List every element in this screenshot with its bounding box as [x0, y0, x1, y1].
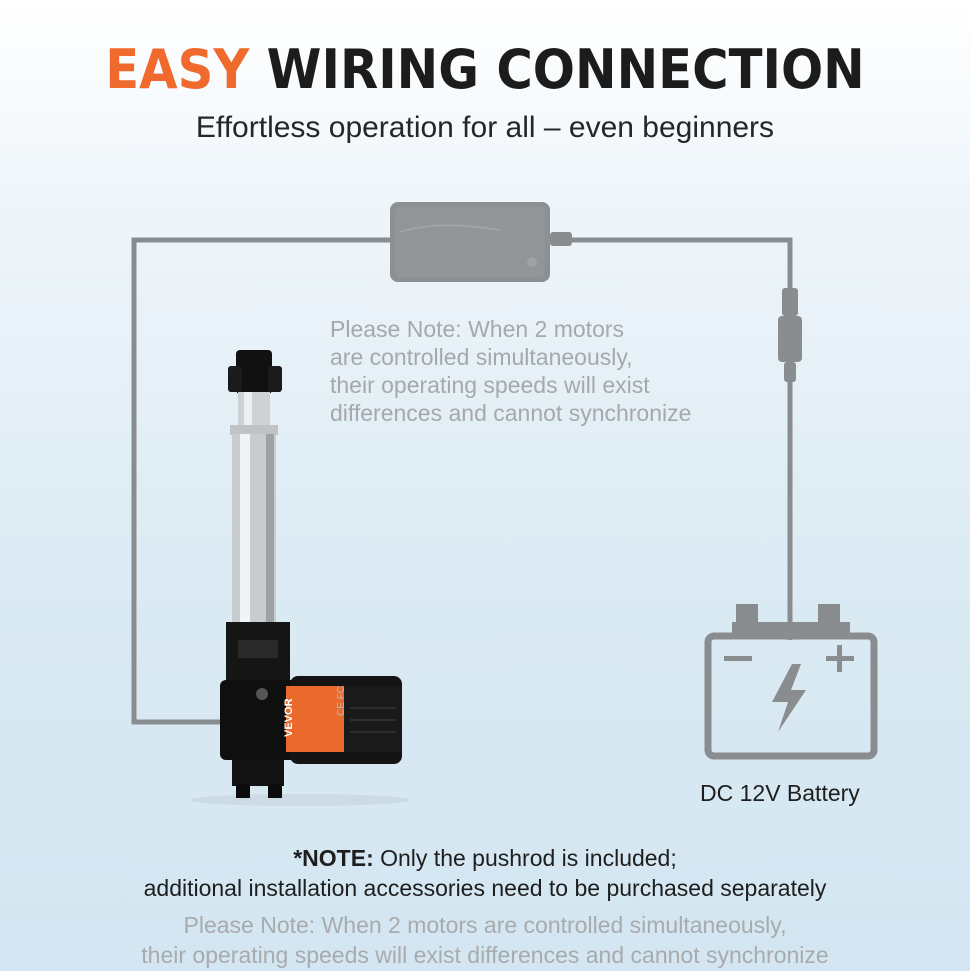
- sync-note-line-2: their operating speeds will exist differ…: [141, 942, 829, 968]
- diagram-note-line: their operating speeds will exist: [330, 372, 650, 398]
- note-prefix: *NOTE:: [293, 845, 374, 871]
- inline-switch-icon: [778, 288, 802, 382]
- included-note: *NOTE: Only the pushrod is included; add…: [0, 843, 970, 903]
- battery-label: DC 12V Battery: [700, 780, 860, 806]
- note-line-2: additional installation accessories need…: [143, 875, 827, 901]
- page-title: EASY WIRING CONNECTION: [39, 38, 931, 102]
- right-wire: [570, 237, 793, 640]
- linear-actuator-image: VEVOR CE FC: [190, 350, 410, 806]
- left-wire: [131, 237, 391, 725]
- lightning-bolt-icon: [772, 664, 806, 732]
- diagram-note-line: differences and cannot synchronize: [330, 400, 692, 426]
- title-main: WIRING CONNECTION: [249, 38, 865, 101]
- title-accent: EASY: [105, 38, 250, 101]
- note-line-1: Only the pushrod is included;: [373, 845, 677, 871]
- battery-icon: [704, 604, 878, 760]
- sync-note-line-1: Please Note: When 2 motors are controlle…: [183, 912, 787, 938]
- diagram-note-line: are controlled simultaneously,: [330, 344, 633, 370]
- actuator-cert: CE FC: [336, 686, 347, 716]
- power-adapter-icon: [390, 202, 572, 282]
- diagram-note: Please Note: When 2 motors are controlle…: [330, 315, 750, 427]
- page-subtitle: Effortless operation for all – even begi…: [195, 111, 775, 144]
- actuator-brand: VEVOR: [283, 698, 295, 737]
- diagram-note-line: Please Note: When 2 motors: [330, 316, 625, 342]
- sync-note: Please Note: When 2 motors are controlle…: [0, 910, 970, 970]
